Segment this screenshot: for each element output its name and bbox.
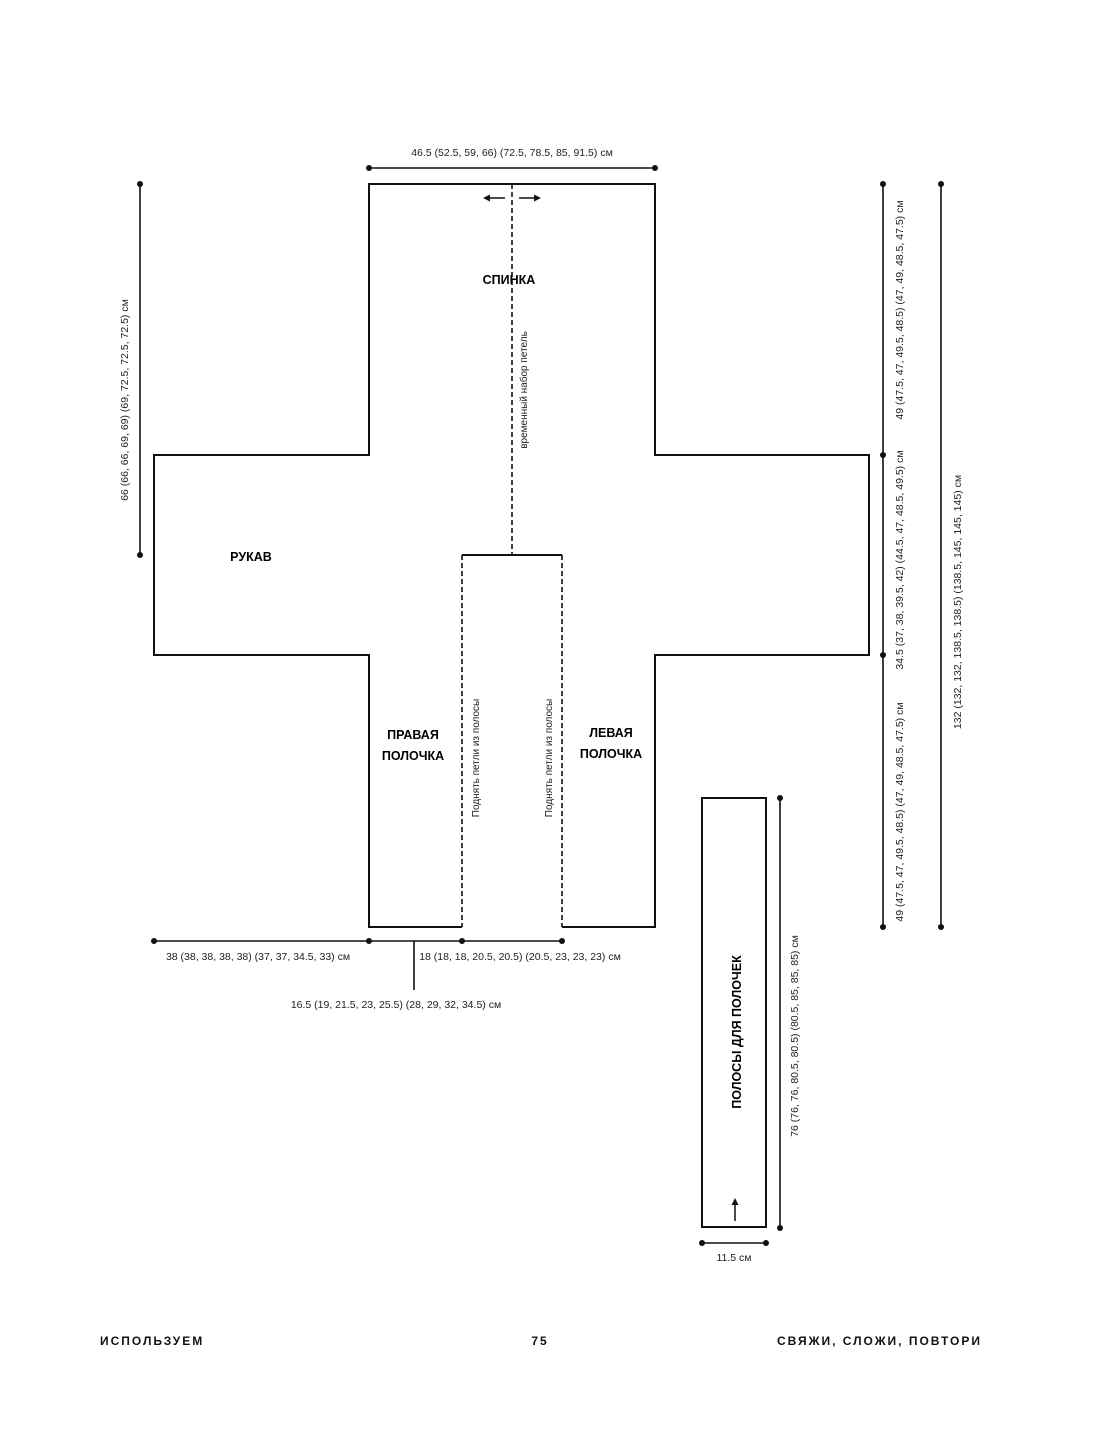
svg-text:76 (76, 76, 80.5, 80.5) (80.5,: 76 (76, 76, 80.5, 80.5) (80.5, 85, 85, 8… [789, 935, 801, 1137]
footer-left: ИСПОЛЬЗУЕМ [100, 1334, 204, 1348]
footer-right: СВЯЖИ, СЛОЖИ, ПОВТОРИ [777, 1334, 982, 1348]
arrow-left-icon [483, 194, 505, 202]
dim-center-gap: 18 (18, 18, 20.5, 20.5) (20.5, 23, 23, 2… [419, 951, 621, 963]
arrow-up-icon [731, 1198, 739, 1221]
label-right-front-1: ПРАВАЯ [387, 728, 439, 742]
note-pick-up-right: Поднять петли из полосы [471, 699, 482, 817]
dim-right-segments: 49 (47.5, 47, 49.5, 48.5) (47, 49, 48.5,… [880, 181, 906, 930]
dim-sleeve-width: 34.5 (37, 38, 39.5, 42) (44.5, 47, 48.5,… [894, 450, 906, 669]
dim-sleeve-length: 66 (66, 66, 69, 69) (69, 72.5, 72.5, 72.… [119, 181, 143, 558]
dim-band-length: 76 (76, 76, 80.5, 80.5) (80.5, 85, 85, 8… [777, 795, 801, 1231]
arrow-right-icon [519, 194, 541, 202]
svg-text:46.5 (52.5, 59, 66) (72.5, 78.: 46.5 (52.5, 59, 66) (72.5, 78.5, 85, 91.… [411, 147, 613, 159]
svg-text:11.5 см: 11.5 см [716, 1252, 751, 1264]
note-pick-up-left: Поднять петли из полосы [544, 699, 555, 817]
dim-total-height: 132 (132, 132, 138.5, 138.5) (138.5, 145… [938, 181, 964, 930]
dim-back-upper-height: 49 (47.5, 47, 49.5, 48.5) (47, 49, 48.5,… [894, 200, 906, 419]
label-back: СПИНКА [483, 273, 536, 287]
note-provisional-cast-on: временный набор петель [518, 331, 530, 449]
dim-back-width: 46.5 (52.5, 59, 66) (72.5, 78.5, 85, 91.… [366, 147, 658, 171]
bands-outline [701, 797, 767, 1228]
label-sleeve: РУКАВ [230, 550, 272, 564]
dim-sleeve-cuff: 38 (38, 38, 38, 38) (37, 37, 34.5, 33) с… [166, 951, 350, 963]
dim-front-width: 16.5 (19, 21.5, 23, 25.5) (28, 29, 32, 3… [291, 999, 501, 1011]
label-left-front-1: ЛЕВАЯ [589, 726, 633, 740]
page-number: 75 [531, 1334, 548, 1348]
dim-band-width: 11.5 см [699, 1240, 769, 1264]
label-left-front-2: ПОЛОЧКА [580, 747, 642, 761]
label-bands: ПОЛОСЫ ДЛЯ ПОЛОЧЕК [730, 955, 744, 1109]
label-right-front-2: ПОЛОЧКА [382, 749, 444, 763]
dim-front-height: 49 (47.5, 47, 49.5, 48.5) (47, 49, 48.5,… [894, 702, 906, 921]
svg-text:132 (132, 132, 138.5, 138.5) (: 132 (132, 132, 138.5, 138.5) (138.5, 145… [952, 475, 964, 729]
svg-text:66 (66, 66, 69, 69) (69, 72.5,: 66 (66, 66, 69, 69) (69, 72.5, 72.5, 72.… [119, 299, 131, 501]
dim-bottom: 38 (38, 38, 38, 38) (37, 37, 34.5, 33) с… [151, 938, 621, 1011]
